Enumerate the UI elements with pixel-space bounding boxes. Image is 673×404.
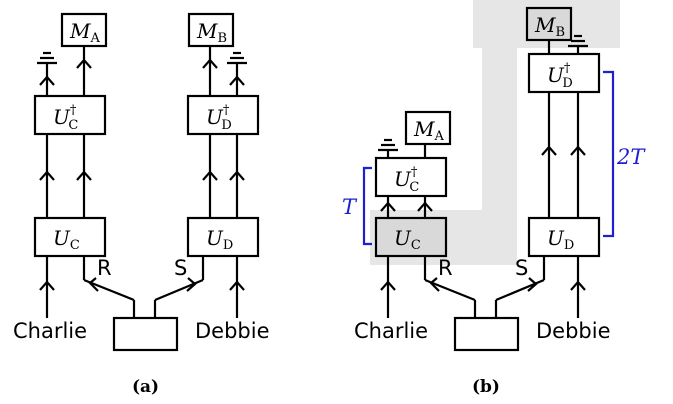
- wires-right: [153, 46, 239, 318]
- unitary-c-box: [374, 216, 448, 258]
- unitary-c-dagger-label: U†C: [53, 103, 78, 133]
- unitary-c-label: UC: [394, 226, 421, 253]
- party-name-debbie: Debbie: [195, 319, 270, 343]
- party-name-charlie: Charlie: [354, 319, 428, 343]
- panel-a: MA MB U†C U†D UC UD: [13, 12, 270, 397]
- measurement-box-b-label: MB: [534, 13, 565, 40]
- unitary-d-label: UD: [547, 226, 574, 253]
- measurement-box-a: [404, 110, 452, 146]
- unitary-d-box: [527, 216, 601, 258]
- brace-t: T: [342, 166, 372, 246]
- unitary-d-dagger-label: U†D: [206, 103, 232, 133]
- path-label-r: R: [97, 256, 112, 280]
- source-box: [112, 316, 179, 352]
- arrow-chevrons: [39, 58, 245, 292]
- party-name-charlie: Charlie: [13, 319, 87, 343]
- source-box: [453, 316, 520, 352]
- measurement-box-b: [187, 12, 235, 48]
- unitary-d-box: [186, 216, 260, 258]
- highlight-region: [370, 0, 620, 265]
- ground-icon: [37, 51, 57, 65]
- ground-icon: [378, 138, 398, 158]
- wires-right: [494, 40, 580, 318]
- path-label-s: S: [515, 256, 528, 280]
- brace-label-t: T: [342, 195, 358, 219]
- wires-left: [45, 46, 136, 318]
- unitary-d-dagger-box: [527, 52, 601, 94]
- ground-icon: [568, 34, 588, 54]
- unitary-c-label: UC: [53, 226, 80, 253]
- path-label-s: S: [174, 256, 187, 280]
- caption-b: (b): [472, 377, 500, 397]
- party-name-debbie: Debbie: [536, 319, 611, 343]
- unitary-d-dagger-label: U†D: [547, 61, 573, 91]
- measurement-box-a-label: MA: [69, 19, 100, 46]
- path-label-r: R: [438, 256, 453, 280]
- measurement-box-b-label: MB: [196, 19, 227, 46]
- caption-a: (a): [132, 377, 159, 397]
- unitary-c-dagger-box: [33, 94, 107, 136]
- wires-left: [386, 144, 477, 318]
- arrow-chevrons: [380, 145, 586, 292]
- ground-icon: [227, 51, 247, 65]
- unitary-c-box: [33, 216, 107, 258]
- brace-2t: 2T: [603, 70, 646, 238]
- unitary-c-dagger-label: U†C: [394, 165, 419, 195]
- brace-label-2t: 2T: [616, 145, 646, 169]
- panel-b: MA MB U†C U†D UC UD: [342, 0, 646, 397]
- measurement-box-a-label: MA: [413, 117, 444, 144]
- unitary-c-dagger-box: [374, 156, 448, 198]
- unitary-d-label: UD: [206, 226, 233, 253]
- unitary-d-dagger-box: [186, 94, 260, 136]
